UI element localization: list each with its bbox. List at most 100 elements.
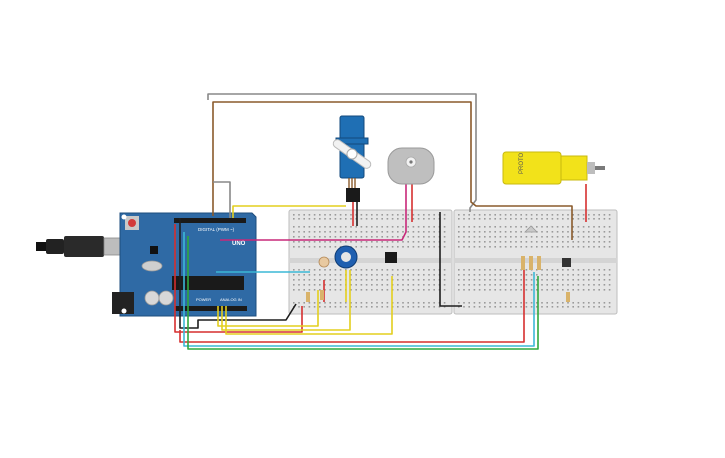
- breadboard-hole: [433, 302, 435, 304]
- breadboard-hole: [423, 274, 425, 276]
- breadboard-hole: [313, 284, 316, 286]
- breadboard-hole: [484, 302, 486, 304]
- breadboard-hole: [402, 246, 404, 248]
- breadboard-hole: [298, 302, 300, 304]
- breadboard-hole: [391, 226, 394, 228]
- breadboard-hole: [593, 274, 595, 276]
- breadboard-hole: [412, 306, 415, 308]
- breadboard-hole: [478, 241, 481, 243]
- breadboard-hole: [562, 241, 564, 243]
- breadboard-hole: [520, 214, 522, 216]
- breadboard-hole: [478, 306, 481, 308]
- breadboard-hole: [504, 279, 507, 281]
- breadboard-hole: [329, 269, 331, 271]
- breadboard-hole: [499, 269, 502, 271]
- breadboard-hole: [598, 231, 600, 233]
- breadboard-hole: [582, 289, 585, 291]
- breadboard-hole: [484, 226, 486, 228]
- breadboard-hole: [355, 284, 357, 286]
- breadboard-hole: [365, 302, 368, 304]
- breadboard-hole: [371, 284, 373, 286]
- breadboard-hole: [371, 236, 373, 238]
- breadboard-hole: [593, 241, 595, 243]
- breadboard-hole: [536, 279, 538, 281]
- breadboard-hole: [376, 306, 378, 308]
- breadboard-hole: [458, 302, 460, 304]
- breadboard-hole: [572, 231, 574, 233]
- breadboard-hole: [381, 218, 383, 220]
- breadboard-hole: [551, 226, 554, 228]
- breadboard-hole: [412, 236, 415, 238]
- breadboard-hole: [355, 246, 357, 248]
- breadboard-hole: [402, 306, 404, 308]
- breadboard-hole: [473, 241, 476, 243]
- breadboard-hole: [510, 274, 512, 276]
- breadboard-hole: [473, 246, 476, 248]
- breadboard-hole: [478, 274, 481, 276]
- wire-gray-top: [207, 93, 477, 212]
- breadboard-hole: [339, 218, 342, 220]
- breadboard-hole: [458, 269, 460, 271]
- breadboard-hole: [355, 279, 357, 281]
- breadboard-hole: [412, 279, 415, 281]
- breadboard-hole: [428, 218, 430, 220]
- breadboard-hole: [324, 284, 326, 286]
- breadboard-hole: [355, 289, 357, 291]
- breadboard-hole: [567, 236, 569, 238]
- breadboard-hole: [329, 214, 331, 216]
- breadboard-hole: [572, 274, 574, 276]
- breadboard-hole: [556, 218, 559, 220]
- breadboard-hole: [381, 214, 383, 216]
- breadboard-hole: [494, 241, 496, 243]
- breadboard-hole: [556, 246, 559, 248]
- breadboard-hole: [499, 279, 502, 281]
- wire-yellow-a0: [217, 290, 319, 327]
- breadboard-hole: [417, 269, 420, 271]
- breadboard-hole: [334, 306, 337, 308]
- servo-motor: [332, 115, 372, 202]
- breadboard-hole: [381, 241, 383, 243]
- breadboard-hole: [546, 214, 548, 216]
- breadboard-hole: [329, 279, 331, 281]
- breadboard-hole: [319, 306, 321, 308]
- breadboard-hole: [551, 236, 554, 238]
- breadboard-hole: [478, 269, 481, 271]
- breadboard-hole: [313, 218, 316, 220]
- breadboard-hole: [371, 231, 373, 233]
- breadboard-hole: [458, 289, 460, 291]
- breadboard-hole: [551, 218, 554, 220]
- breadboard-hole: [484, 236, 486, 238]
- breadboard-hole: [489, 269, 491, 271]
- breadboard-right-channel: [454, 258, 617, 263]
- breadboard-hole: [433, 236, 435, 238]
- breadboard-hole: [510, 214, 512, 216]
- breadboard-hole: [593, 214, 595, 216]
- breadboard-hole: [603, 218, 606, 220]
- usb-chip: [150, 246, 158, 254]
- breadboard-hole: [386, 269, 389, 271]
- gear-motor: PROTO: [502, 151, 605, 185]
- breadboard-hole: [510, 289, 512, 291]
- breadboard-hole: [463, 302, 465, 304]
- breadboard-hole: [313, 231, 316, 233]
- breadboard-hole: [360, 274, 363, 276]
- breadboard-hole: [577, 241, 580, 243]
- breadboard-hole: [504, 306, 507, 308]
- breadboard-hole: [473, 226, 476, 228]
- breadboard-hole: [365, 236, 368, 238]
- breadboard-hole: [572, 214, 574, 216]
- breadboard-hole: [365, 241, 368, 243]
- breadboard-hole: [443, 269, 446, 271]
- breadboard-hole: [313, 246, 316, 248]
- breadboard-hole: [473, 274, 476, 276]
- breadboard-hole: [386, 274, 389, 276]
- breadboard-hole: [386, 279, 389, 281]
- breadboard-hole: [386, 214, 389, 216]
- breadboard-hole: [402, 269, 404, 271]
- breadboard-hole: [525, 269, 528, 271]
- breadboard-hole: [468, 218, 470, 220]
- breadboard-hole: [515, 226, 517, 228]
- breadboard-hole: [407, 284, 409, 286]
- breadboard-hole: [407, 289, 409, 291]
- breadboard-hole: [582, 226, 585, 228]
